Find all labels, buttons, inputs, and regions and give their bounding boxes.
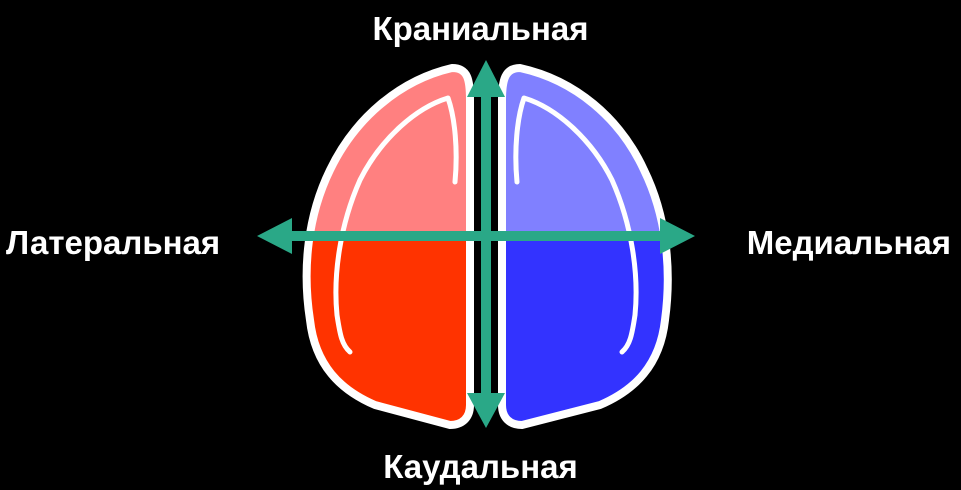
medial-arrowhead	[660, 218, 695, 254]
lateral-label: Латеральная	[6, 226, 220, 259]
right-lobe	[490, 55, 680, 437]
cranial-label: Краниальная	[0, 12, 961, 45]
cranial-arrowhead	[467, 60, 505, 97]
left-lobe	[290, 55, 480, 437]
lateral-arrowhead	[257, 218, 292, 254]
medial-label: Медиальная	[747, 226, 951, 259]
caudal-label: Каудальная	[0, 450, 961, 483]
